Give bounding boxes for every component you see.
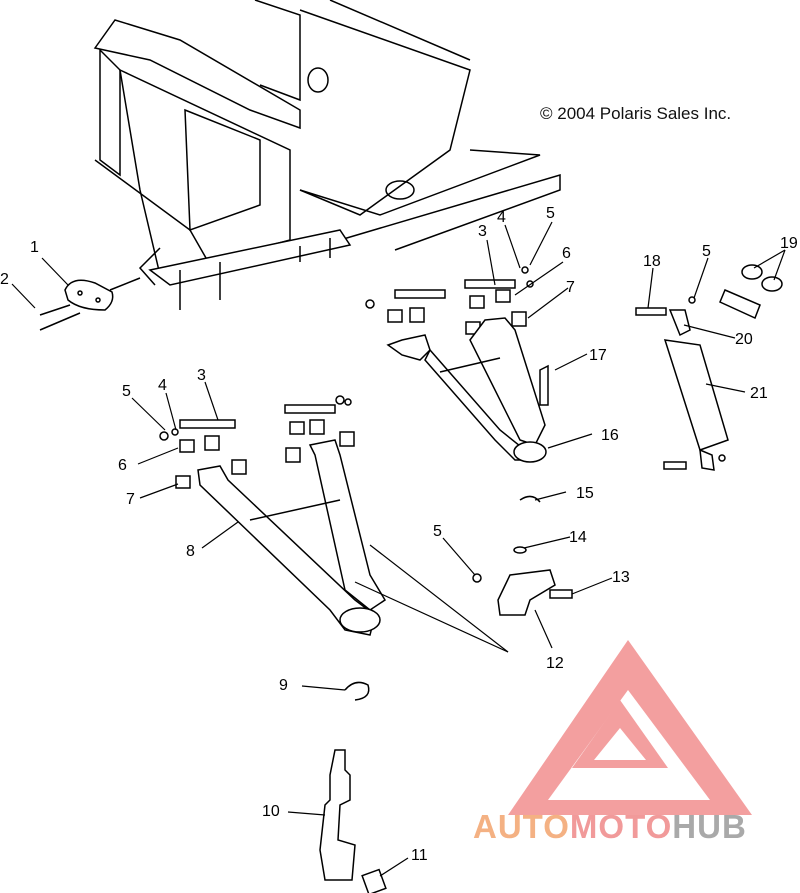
- shock-absorber: [635, 264, 783, 471]
- watermark-moto: MOTO: [569, 808, 673, 845]
- callout-7b: 7: [126, 491, 135, 508]
- callout-18: 18: [643, 253, 661, 270]
- leader-lines: [11, 221, 786, 877]
- callout-6: 6: [562, 245, 571, 262]
- callout-6b: 6: [118, 457, 127, 474]
- callout-17: 17: [589, 347, 607, 364]
- callout-14: 14: [569, 529, 587, 546]
- callout-10: 10: [262, 803, 280, 820]
- part-12-knuckle: [472, 495, 573, 616]
- callout-20: 20: [735, 331, 753, 348]
- callout-8: 8: [186, 543, 195, 560]
- automotohub-logo: [508, 640, 752, 815]
- callout-15: 15: [576, 485, 594, 502]
- callout-1: 1: [30, 239, 39, 256]
- callout-5: 5: [546, 205, 555, 222]
- spindle-assembly: [319, 749, 387, 893]
- callout-16: 16: [601, 427, 619, 444]
- callout-labels: 1 2 3 4 5 6 7 8 9 10 11 12 13 14 15 16 1…: [0, 205, 798, 864]
- callout-19: 19: [780, 235, 798, 252]
- automotohub-watermark: AUTOMOTOHUB: [473, 808, 747, 846]
- callout-5d: 5: [702, 243, 711, 260]
- callout-5b: 5: [122, 383, 131, 400]
- lower-a-arm-assembly: [159, 395, 387, 636]
- upper-a-arm-assembly: [365, 266, 549, 463]
- callout-4b: 4: [158, 377, 167, 394]
- part-9-ring: [344, 681, 370, 701]
- callout-7: 7: [566, 279, 575, 296]
- watermark-hub: HUB: [672, 808, 747, 845]
- copyright-text: © 2004 Polaris Sales Inc.: [540, 104, 732, 123]
- frame-assembly: [93, 0, 561, 310]
- callout-12: 12: [546, 655, 564, 672]
- callout-3: 3: [478, 223, 487, 240]
- callout-5c: 5: [433, 523, 442, 540]
- callout-4: 4: [497, 209, 506, 226]
- callout-9: 9: [279, 677, 288, 694]
- callout-3b: 3: [197, 367, 206, 384]
- callout-21: 21: [750, 385, 768, 402]
- callout-2: 2: [0, 271, 9, 288]
- watermark-auto: AUTO: [473, 808, 570, 845]
- callout-11: 11: [411, 847, 428, 864]
- callout-13: 13: [612, 569, 630, 586]
- part-1-plate: [39, 277, 141, 331]
